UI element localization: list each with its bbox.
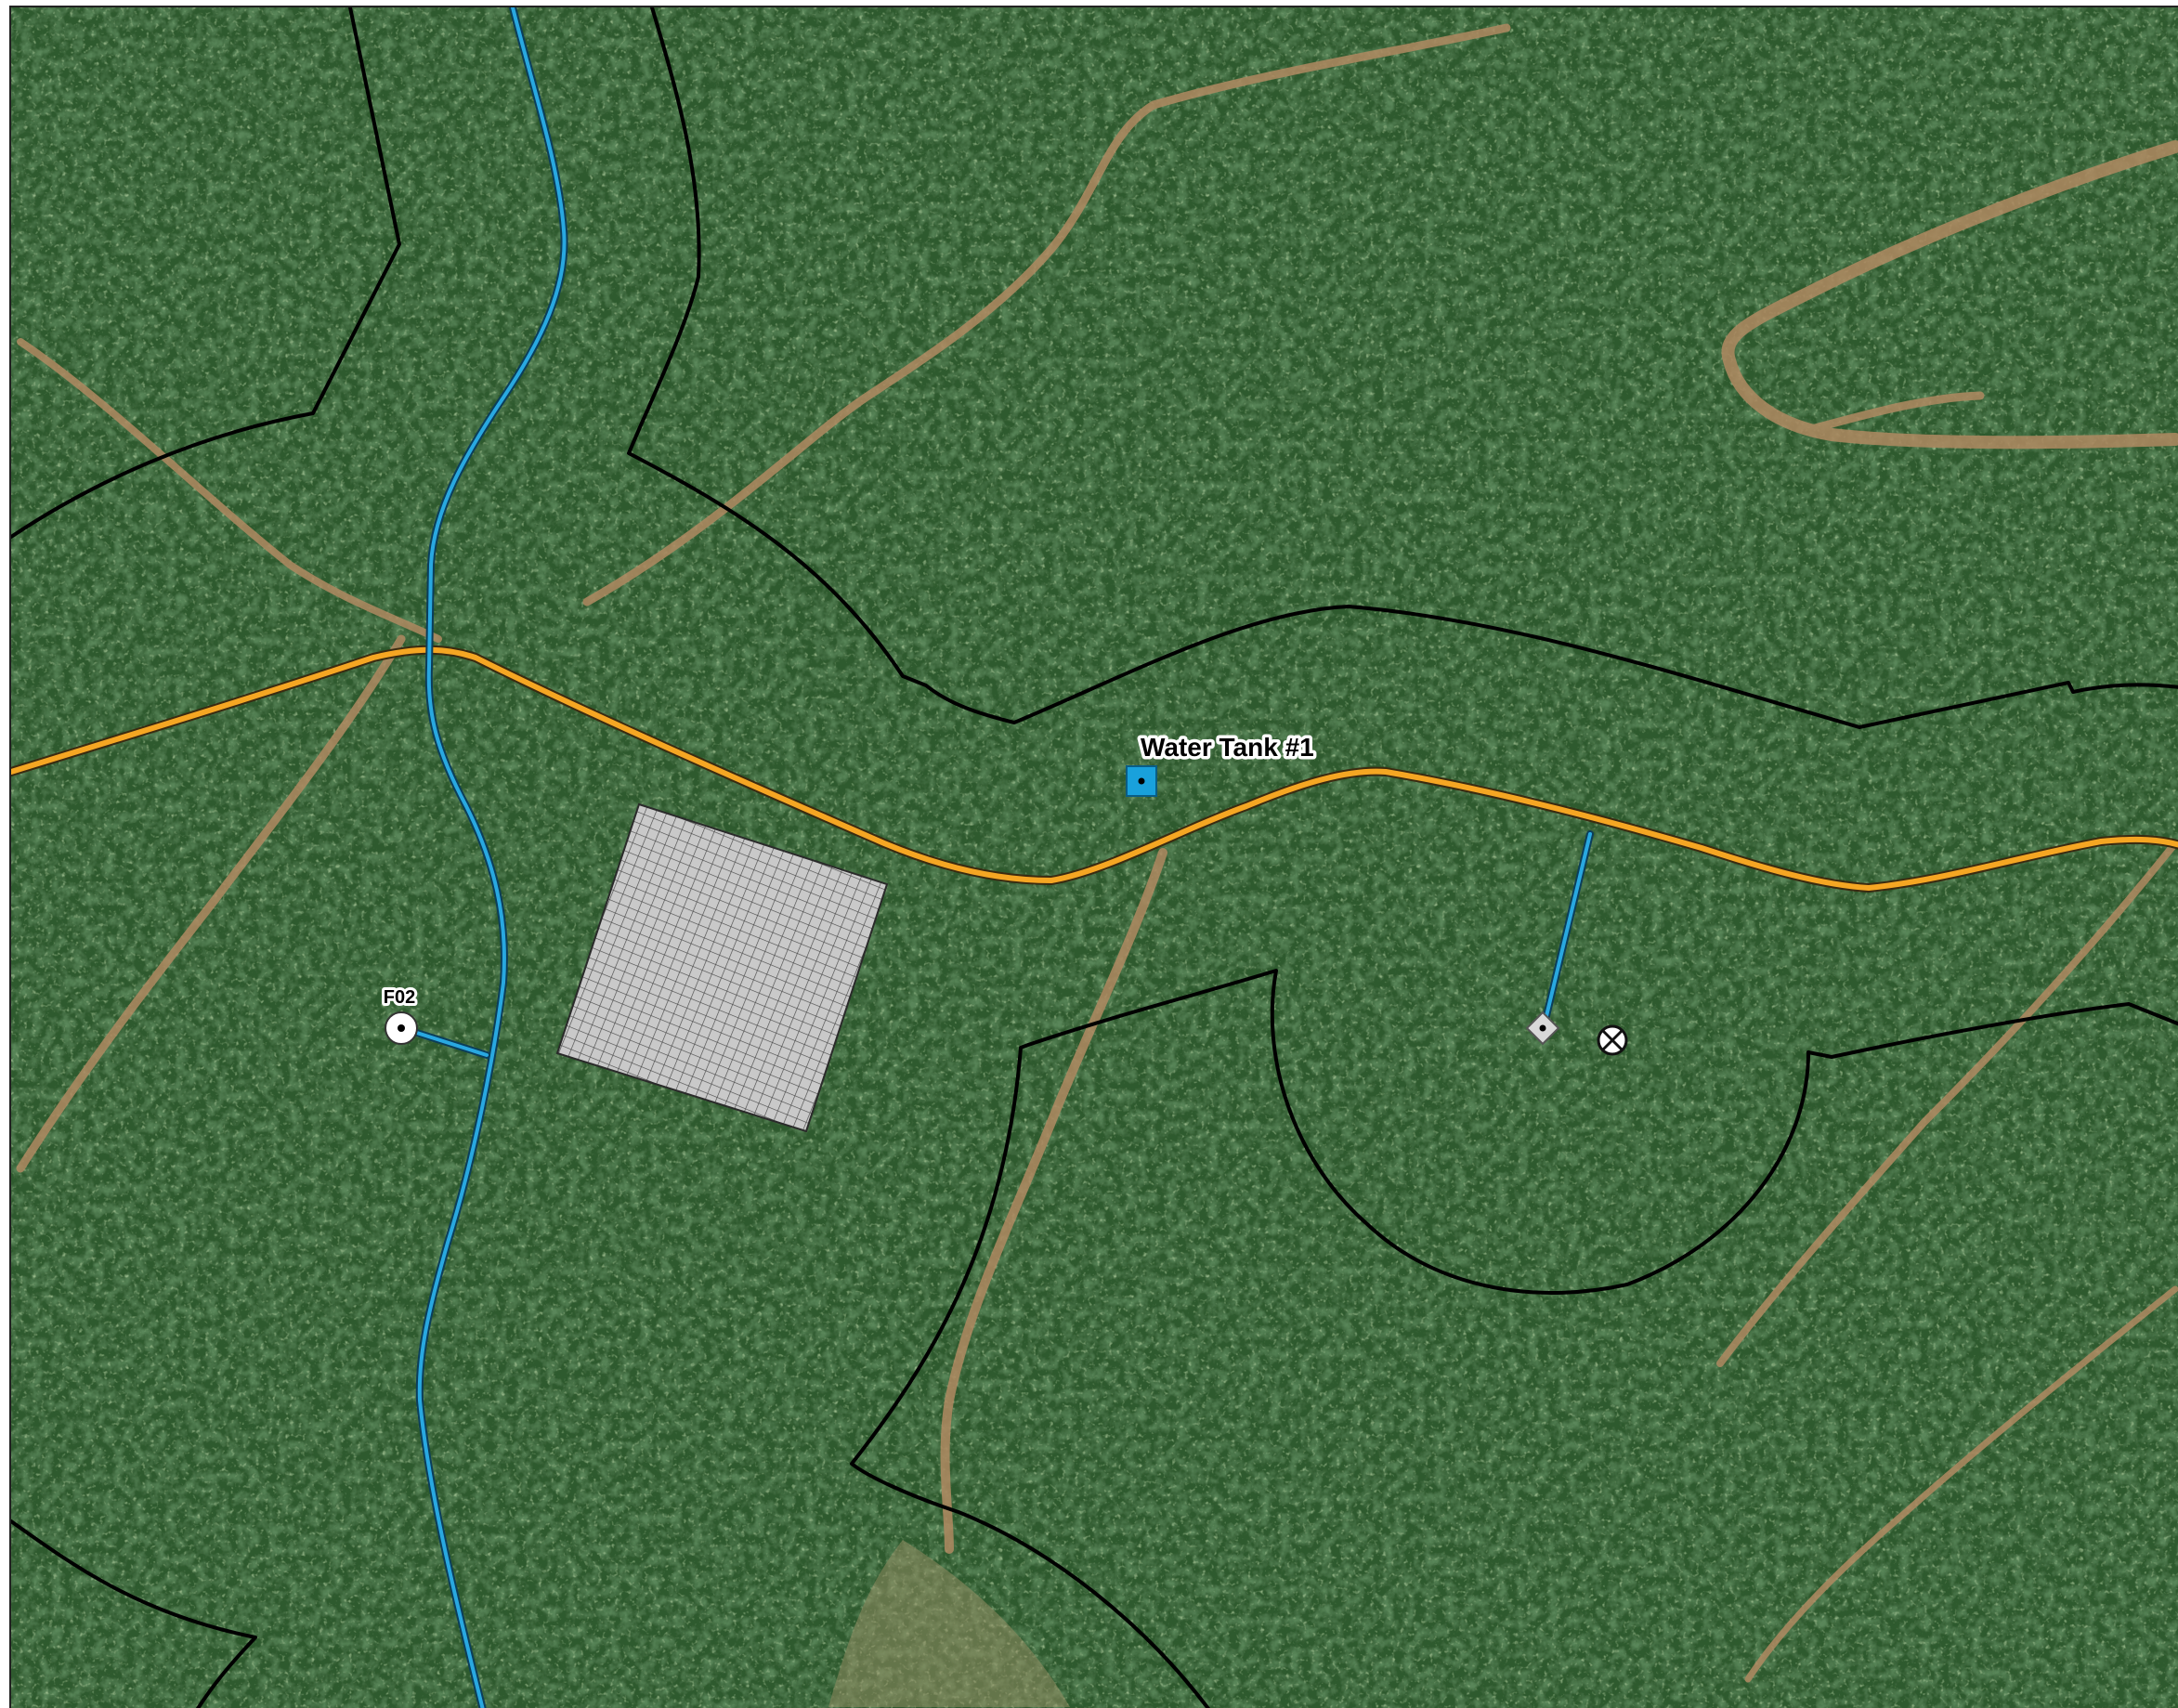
trail-northwest — [17, 338, 442, 643]
water-tank-marker[interactable]: Water Tank #1 — [1126, 730, 1317, 797]
hydrant-label: F02 — [384, 987, 415, 1008]
trail-southeast — [1744, 1285, 2178, 1683]
water-lines — [396, 7, 1594, 1708]
clearing-south — [828, 1540, 1070, 1707]
hatched-parcel[interactable] — [555, 802, 889, 1133]
forest-highlights — [11, 7, 2178, 1708]
water-main — [417, 7, 567, 1708]
trail-center-south — [940, 848, 1167, 1554]
water-lateral-valve — [1544, 832, 1592, 1022]
diamond-marker-dot — [1539, 1024, 1546, 1032]
trail-north — [582, 23, 1511, 606]
valve-marker[interactable] — [1525, 1010, 1560, 1046]
trail-switchback — [1721, 140, 2178, 450]
boundary-southwest-corner — [11, 1519, 257, 1708]
well-marker[interactable] — [1597, 1024, 1628, 1056]
trail-west — [16, 634, 406, 1173]
boundary-north-corridor — [627, 7, 2178, 729]
water-tank-label: Water Tank #1 — [1141, 733, 1314, 762]
dirt-trails — [16, 23, 2178, 1707]
aerial-map[interactable]: Water Tank #1 F02 — [11, 7, 2178, 1708]
circle-x-cross — [1601, 1029, 1624, 1051]
circle-marker-dot — [398, 1024, 405, 1032]
trail-switchback-spur — [1804, 391, 1985, 435]
boundary-west — [11, 7, 401, 539]
map-frame[interactable]: Water Tank #1 F02 — [9, 6, 2178, 1708]
square-marker-dot — [1138, 777, 1145, 785]
parcel-boundaries — [11, 7, 2178, 1708]
boundary-southeast-region — [850, 969, 2178, 1708]
trail-east — [1716, 840, 2178, 1367]
hydrant-marker[interactable]: F02 — [381, 984, 418, 1045]
